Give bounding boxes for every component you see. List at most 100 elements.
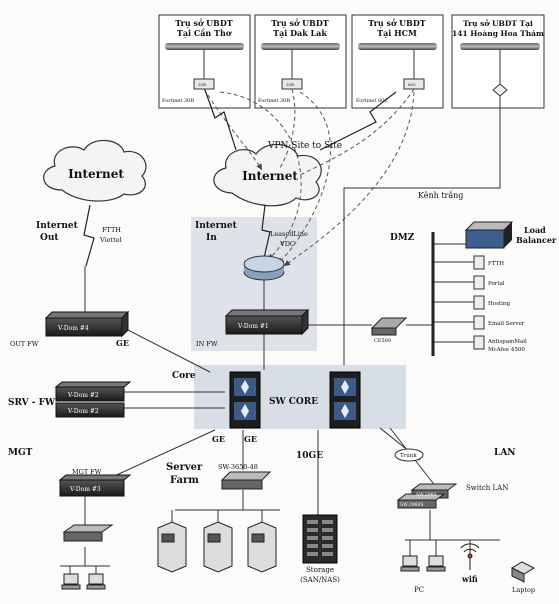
- dmz-switch: [370, 317, 408, 336]
- leased-line-label-2: VDC: [279, 240, 295, 248]
- server-icon: [473, 275, 485, 290]
- lan-label: LAN: [494, 448, 516, 458]
- branch-title-line2: Tại HCM: [377, 28, 417, 38]
- sw-core-label: SW CORE: [269, 397, 318, 407]
- ftth-label-1: FTTH: [102, 226, 121, 234]
- pc-icon: [400, 555, 420, 572]
- switch-3650: [220, 471, 272, 490]
- switch-lan-label: Switch LAN: [466, 484, 508, 492]
- branch-title-line1: Trụ sở UBDT Tại: [463, 19, 533, 28]
- sw-3650-label: SW-3650-48: [218, 463, 258, 471]
- server-farm-label-2: Farm: [170, 475, 199, 486]
- server-icon: [473, 295, 485, 310]
- branch-device: Fortinet 30B: [162, 98, 194, 104]
- mgt-pcs: [61, 573, 106, 590]
- in-fw-label: IN FW: [196, 340, 218, 348]
- internet-cloud-center: [213, 143, 322, 207]
- branch-bus: [165, 43, 244, 50]
- laptop-label: Laptop: [512, 586, 535, 594]
- ge-label: GE: [116, 338, 129, 348]
- server-icon: [203, 521, 233, 573]
- wifi-label: wifi: [461, 574, 478, 584]
- branch-bus: [358, 43, 437, 50]
- firewall-vdom-3: [58, 474, 132, 497]
- vdom-label: V-Dom #2: [67, 408, 99, 415]
- pc-icon: [61, 573, 81, 590]
- branch-device: Fortinet 80C: [356, 98, 388, 104]
- dmz-server-icons: [473, 255, 485, 350]
- vpn-label: VPN Site to Site: [267, 141, 342, 151]
- srv-fw-label: SRV - FW: [8, 398, 56, 408]
- dmz-server-label: FTTH: [488, 261, 504, 267]
- storage-label-2: (SAN/NAS): [300, 576, 340, 584]
- core-switch-2: [329, 371, 361, 429]
- vdom-label: V-Dom #2: [67, 392, 99, 399]
- branch-hoang-hoa-tham: [451, 14, 545, 109]
- out-fw-label: OUT FW: [10, 340, 39, 348]
- pc-icon: [426, 555, 446, 572]
- switch-lan-unit-label: SW-2960S: [400, 502, 423, 508]
- ten-ge-label: 10GE: [296, 451, 323, 461]
- dmz-server-label: Hosting: [488, 301, 510, 307]
- kenh-trang-label: Kênh trắng: [418, 191, 463, 200]
- router-icon: [492, 83, 508, 97]
- pc-label: PC: [414, 586, 424, 594]
- internet-out-label-1: Internet: [36, 221, 79, 231]
- load-balancer-label-1: Load: [524, 225, 546, 235]
- branch-title-line2: 141 Hoàng Hoa Thám: [452, 29, 544, 38]
- firewall-vdom-2a: [54, 381, 132, 402]
- wifi-icon: [460, 543, 480, 570]
- trunk-marker: [394, 448, 424, 462]
- pc-icon: [86, 573, 106, 590]
- firewall-vdom-4: [44, 310, 130, 338]
- core-zone: [194, 365, 406, 429]
- server-farm-label-1: Server: [166, 462, 203, 473]
- laptop-icon: [510, 561, 536, 583]
- server-icon: [473, 315, 485, 330]
- internet-cloud-left: [43, 139, 147, 202]
- dmz-server-label: Portal: [488, 281, 505, 287]
- dmz-server-label: Email Server: [488, 321, 525, 327]
- branch-box-label: 80C: [408, 82, 416, 87]
- lan-pcs: [400, 555, 446, 572]
- core-label: Core: [172, 371, 196, 381]
- ftth-label-2: Viettel: [99, 236, 122, 244]
- branch-title-line1: Trụ sở UBDT: [175, 18, 232, 28]
- lan-switch-stack: [396, 483, 458, 509]
- storage-label-1: Storage: [306, 566, 334, 574]
- dmz-label: DMZ: [390, 233, 415, 243]
- server-farm-servers: [157, 521, 277, 573]
- mgt-label: MGT: [8, 448, 33, 458]
- branch-title-line2: Tại Dak Lak: [273, 28, 327, 38]
- server-icon: [247, 521, 277, 573]
- storage-icon: [302, 514, 338, 564]
- load-balancer-icon: [464, 221, 514, 249]
- branch-title-line1: Trụ sở UBDT: [368, 18, 425, 28]
- ge-label: GE: [244, 434, 257, 444]
- vdom-label: V-Dom #4: [57, 325, 89, 332]
- ge-label: GE: [212, 434, 225, 444]
- server-icon: [473, 335, 485, 350]
- vdom-label: V-Dom #3: [69, 486, 101, 493]
- firewall-vdom-1: [224, 308, 310, 336]
- branch-hcm: [351, 14, 444, 109]
- load-balancer-label-2: Balancer: [516, 235, 557, 245]
- cf-switch-label: CE500: [374, 338, 391, 344]
- branch-box-label: 30B: [198, 82, 206, 87]
- internet-out-label-2: Out: [40, 233, 59, 243]
- firewall-vdom-2b: [55, 402, 125, 418]
- core-switch-1: [229, 371, 261, 429]
- dmz-server-label: AntispamMail: [487, 339, 527, 345]
- vdom-label: V-Dom #1: [237, 323, 269, 330]
- mgt-fw-label: MGT FW: [72, 468, 102, 476]
- switch-lan-unit-label: SW-2960: [416, 492, 436, 498]
- dmz-server-label: McAfee 4500: [488, 347, 525, 353]
- trunk-label: Trunk: [400, 453, 417, 459]
- branch-bus: [460, 43, 540, 50]
- branch-box-label: 30B: [286, 82, 294, 87]
- internet-cloud-left-label: Internet: [68, 167, 124, 181]
- leased-line-label-1: LeasedLine: [270, 230, 308, 238]
- branch-device: Fortinet 30B: [258, 98, 290, 104]
- branch-bus: [261, 43, 340, 50]
